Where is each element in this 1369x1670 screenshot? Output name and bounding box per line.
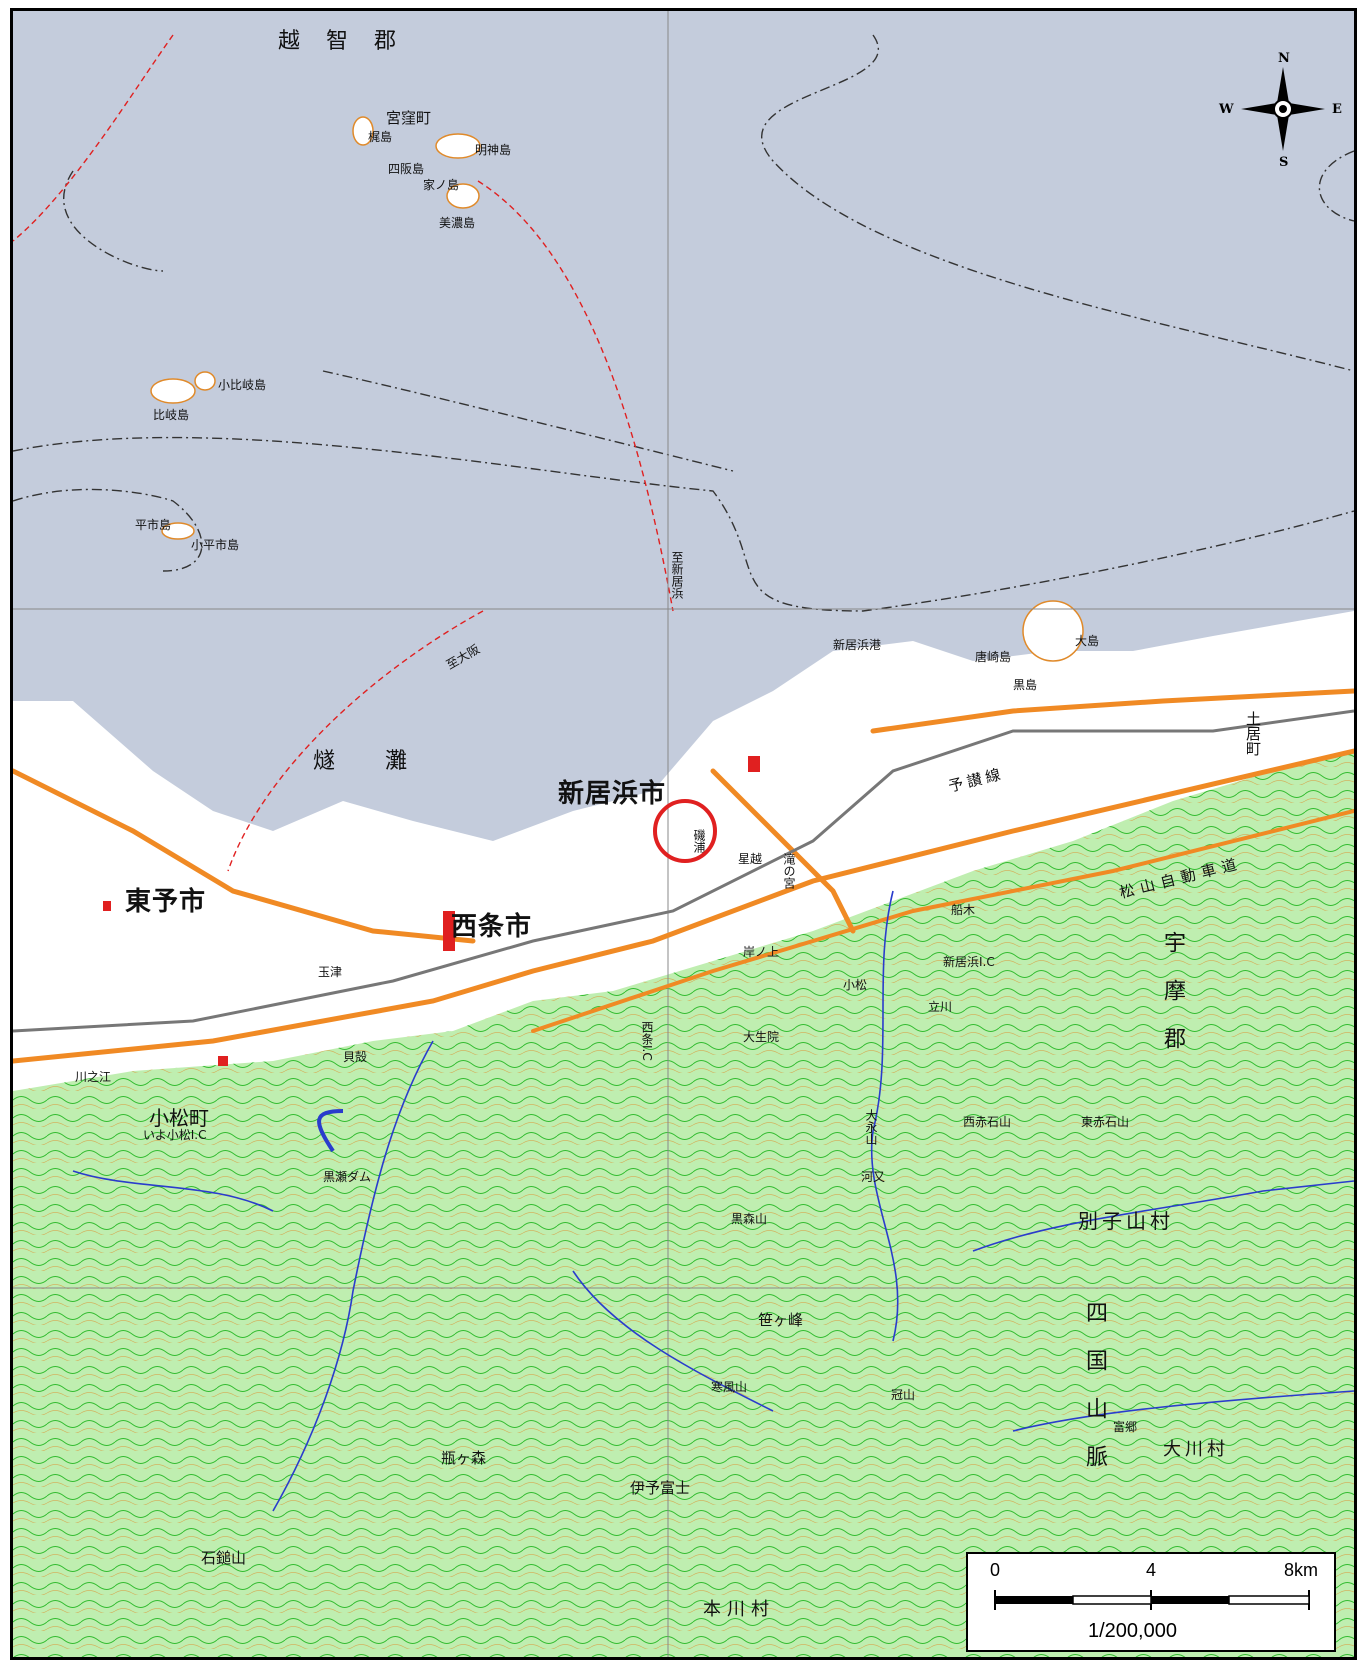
island-oshima <box>1022 600 1084 662</box>
city-toyo: 東予市 <box>125 887 207 917</box>
place-tomisato: 富郷 <box>1113 1420 1138 1434</box>
place-ojoin: 大生院 <box>743 1030 780 1044</box>
rivers <box>72 890 1354 1512</box>
ic-niihama: 新居浜I.C <box>943 955 995 969</box>
island-label-shisaka: 四阪島 <box>388 162 425 176</box>
island-label-ko-hirai: 小平市島 <box>191 538 240 552</box>
island-mino <box>446 183 480 209</box>
region-uma-gun: 宇 摩 郡 <box>1160 931 1185 1051</box>
city-honkawa: 本川村 <box>703 1599 775 1620</box>
coastal-road <box>13 748 1354 1064</box>
city-niihama: 新居浜市 <box>558 779 667 809</box>
island-label-myojin: 明神島 <box>475 143 512 157</box>
place-kishi: 岸ノ上 <box>743 945 780 959</box>
peak-kanpuzan: 寒風山 <box>711 1380 748 1394</box>
island-label-kaji: 梶島 <box>368 130 393 144</box>
compass-icon <box>1241 67 1325 151</box>
ic-iyo-komatsu: いよ小松I.C <box>143 1128 207 1142</box>
town-miyakubo: 宮窪町 <box>386 109 432 127</box>
island-label-oshima: 大島 <box>1075 634 1100 648</box>
place-tamatsu: 玉津 <box>318 965 343 979</box>
region-shikoku-sanmyaku: 四 国 山 脈 <box>1082 1301 1107 1469</box>
region-ochi-gun: 越 智 郡 <box>278 29 399 54</box>
ic-saijo: 西条I.C <box>640 1021 654 1061</box>
place-kodomari: 小松 <box>843 978 868 992</box>
scale-bar: 0 4 8km 1/200,000 <box>966 1552 1336 1652</box>
route-to-niihama: 至新居浜 <box>670 551 684 599</box>
peak-nishi-akaishi: 西赤石山 <box>963 1115 1012 1129</box>
dam-kurose: 黒瀬ダム <box>323 1170 372 1184</box>
place-niihama-port: 新居浜港 <box>833 638 882 652</box>
peak-kamegamori: 瓶ヶ森 <box>441 1449 487 1467</box>
peak-iyo-fuji: 伊予富士 <box>630 1479 691 1497</box>
urban-blocks <box>103 756 760 1066</box>
scale-tick-0: 0 <box>990 1560 1001 1580</box>
place-hoshigoe: 星越 <box>738 852 763 866</box>
place-kawamata: 河又 <box>861 1170 886 1184</box>
expressway <box>531 809 1354 1033</box>
island-label-mino: 美濃島 <box>439 216 476 230</box>
city-okawa: 大川村 <box>1163 1439 1229 1460</box>
roads <box>13 688 1354 1064</box>
contour-lines <box>13 751 1354 1657</box>
city-besshiyama: 別子山村 <box>1078 1209 1174 1233</box>
peak-higashi-akaishi: 東赤石山 <box>1081 1115 1130 1129</box>
compass-rose: N S E W <box>1219 51 1342 170</box>
peak-ohirayama: 大永山 <box>864 1109 878 1145</box>
place-kawanoe: 川之江 <box>75 1070 112 1084</box>
scale-tick-8km: 8km <box>1284 1560 1319 1580</box>
city-saijo: 西条市 <box>451 912 533 942</box>
island-label-hiki: 比岐島 <box>153 408 190 422</box>
region-hiuchi-nada: 燧 灘 <box>313 749 410 774</box>
peak-sasagamine: 笹ヶ峰 <box>758 1311 804 1329</box>
location-marker <box>653 799 717 863</box>
place-funaki: 船木 <box>951 903 976 917</box>
town-doi: 土居町 <box>1244 711 1262 756</box>
island-label-ieshima: 家ノ島 <box>423 178 460 192</box>
peak-kurosemori: 黒森山 <box>731 1212 768 1226</box>
island-label-kuro: 黒島 <box>1013 678 1038 692</box>
compass-e: E <box>1332 102 1342 117</box>
island-ko-hiki <box>194 371 216 391</box>
place-tachikawa: 立川 <box>928 1000 953 1014</box>
island-shisaka <box>435 133 481 159</box>
place-kaigara: 貝殻 <box>343 1050 368 1064</box>
compass-s: S <box>1279 155 1289 170</box>
island-hirai <box>161 522 195 540</box>
island-hiki <box>150 378 196 404</box>
ferry-routes <box>13 34 674 872</box>
scale-ratio: 1/200,000 <box>1088 1620 1177 1642</box>
island-label-karamuri: 唐崎島 <box>975 650 1012 664</box>
map-frame: 越 智 郡 燧 灘 宇 摩 郡 四 国 山 脈 新居浜市 西条市 東予市 小松町… <box>10 8 1357 1660</box>
island-kaji <box>352 116 374 146</box>
island-label-hirai: 平市島 <box>135 518 172 532</box>
islands <box>150 116 1084 662</box>
scale-bar-graphic <box>994 1590 1310 1610</box>
place-takimiya: 滝の宮 <box>782 853 796 889</box>
city-komatsu: 小松町 <box>149 1106 209 1130</box>
railway-line <box>13 709 1354 1033</box>
compass-w: W <box>1219 102 1234 117</box>
peak-kanmuriyama: 冠山 <box>891 1388 916 1402</box>
compass-n: N <box>1278 51 1290 66</box>
island-label-ko-hiki: 小比岐島 <box>218 378 267 392</box>
peak-ishizuchi: 石鎚山 <box>201 1549 247 1567</box>
scale-tick-4: 4 <box>1146 1560 1157 1580</box>
topographic-map <box>13 11 1354 1657</box>
